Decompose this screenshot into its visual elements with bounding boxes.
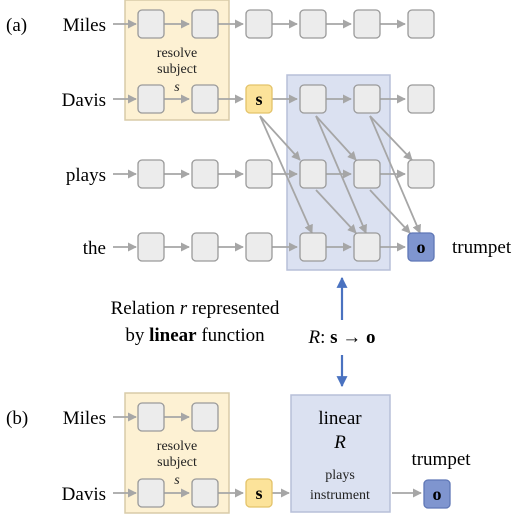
object-node-b [423, 479, 451, 509]
panel-b: (b) resolve subject s Miles Davis s line… [6, 392, 471, 514]
linear-R-line1: plays [325, 468, 355, 483]
relation-caption: Relation r represented by linear functio… [111, 276, 376, 388]
output-word-a: trumpet [452, 237, 512, 258]
token-the: the [83, 238, 106, 259]
panel-b-label: (b) [6, 408, 28, 429]
diagonal-arrows [259, 115, 421, 234]
subject-node-b [245, 478, 273, 508]
subject-node-b-label: s [255, 483, 262, 503]
resolve-label-line2: subject [157, 62, 197, 77]
output-word-b: trumpet [411, 449, 471, 470]
resolve-b-line1: resolve [157, 439, 197, 454]
linear-R-var: R [333, 432, 346, 453]
token-plays: plays [66, 165, 106, 186]
caption-line2: by linear function [125, 325, 265, 346]
token-miles: Miles [63, 15, 106, 36]
linear-R-title: linear [318, 408, 362, 429]
grid-nodes-b [137, 402, 219, 508]
resolve-b-var-s: s [174, 473, 180, 488]
grid-nodes [137, 9, 435, 262]
subject-node-a-label: s [255, 89, 262, 109]
linear-R-box [290, 394, 391, 513]
row-arrows [113, 19, 406, 252]
token-miles-b: Miles [63, 408, 106, 429]
token-davis-b: Davis [62, 484, 106, 505]
token-davis: Davis [62, 90, 106, 111]
object-node-b-label: o [433, 484, 442, 504]
object-node-a-label: o [417, 237, 426, 257]
panel-a-label: (a) [6, 15, 27, 36]
caption-line1: Relation r represented [111, 298, 280, 319]
object-node-a [407, 232, 435, 262]
subject-node-a [245, 84, 273, 114]
resolve-var-s: s [174, 80, 180, 95]
resolve-label-line1: resolve [157, 46, 197, 61]
panel-a: (a) resolve subject s Miles Davis plays … [6, 0, 512, 271]
resolve-b-line2: subject [157, 455, 197, 470]
linear-R-line2: instrument [310, 488, 370, 503]
row-arrows-b [113, 412, 422, 498]
relation-map: R: s → o [307, 327, 375, 348]
